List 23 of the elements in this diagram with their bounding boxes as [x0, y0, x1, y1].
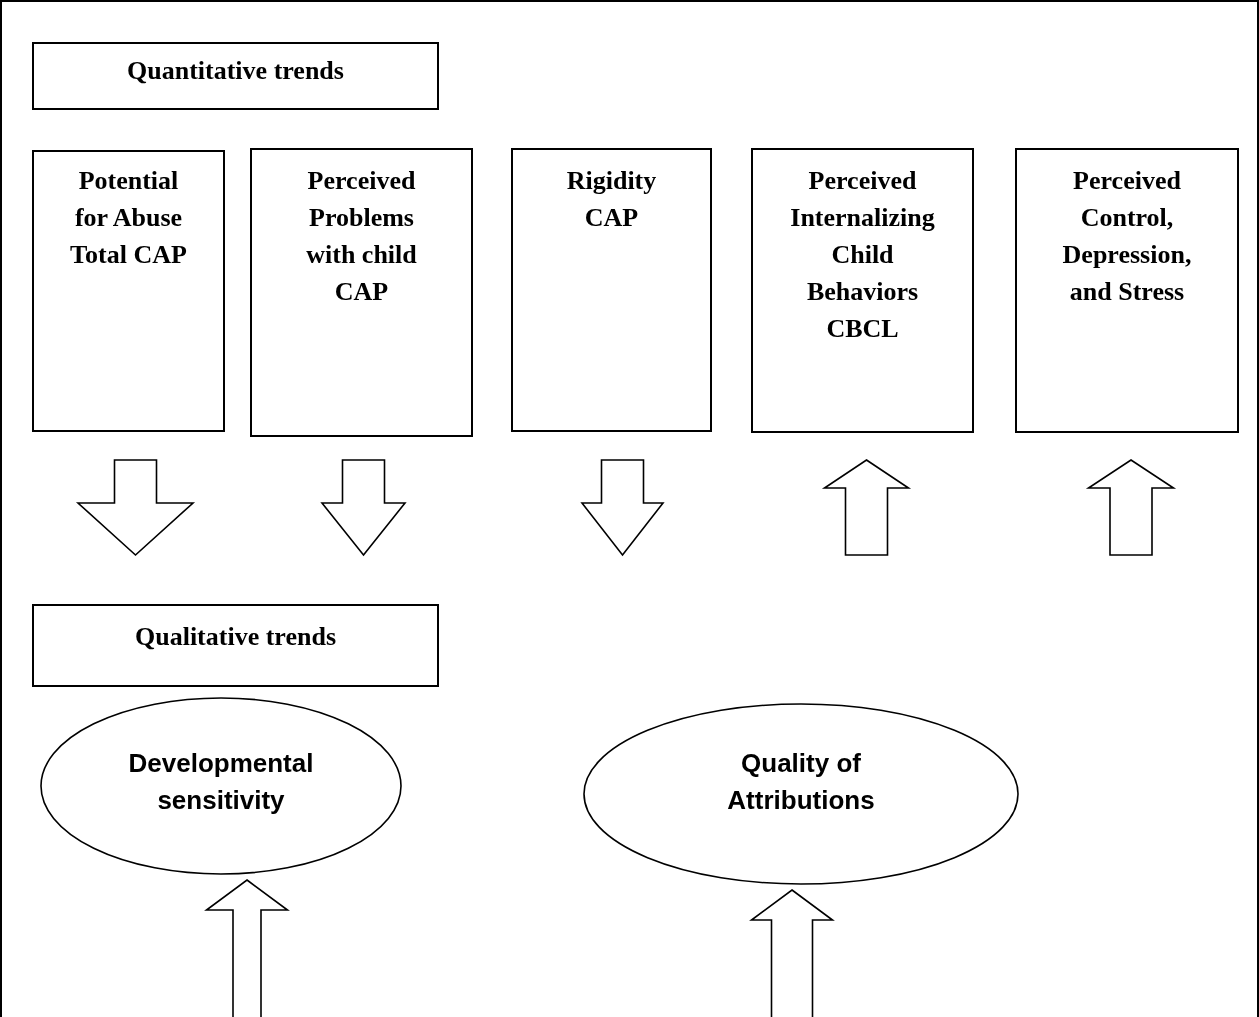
- measure-box: [751, 148, 974, 433]
- node-label: Quantitative trends: [127, 55, 344, 87]
- block-arrow: [320, 459, 407, 557]
- heading-box: [32, 42, 439, 110]
- block-arrow: [204, 879, 290, 1017]
- block-arrow: [580, 459, 665, 557]
- node-label: Perceived Problems with child CAP: [305, 165, 418, 308]
- measure-box: [511, 148, 712, 432]
- node-label: Quality of Attributions: [726, 747, 876, 817]
- node-label: Perceived Internalizing Child Behaviors CBCL: [789, 165, 936, 345]
- block-arrow: [749, 889, 835, 1017]
- node-label: Potential for Abuse Total CAP: [69, 165, 188, 271]
- node-label: Developmental sensitivity: [127, 747, 315, 817]
- node-label: Perceived Control, Depression, and Stress: [1061, 165, 1193, 308]
- block-arrow: [1085, 459, 1177, 556]
- block-arrow: [821, 459, 912, 556]
- block-arrow: [75, 459, 196, 557]
- node-label: Qualitative trends: [135, 621, 336, 653]
- heading-box: [32, 604, 439, 687]
- measure-box: [250, 148, 473, 437]
- measure-box: [1015, 148, 1239, 433]
- measure-box: [32, 150, 225, 432]
- node-label: Rigidity CAP: [565, 165, 658, 234]
